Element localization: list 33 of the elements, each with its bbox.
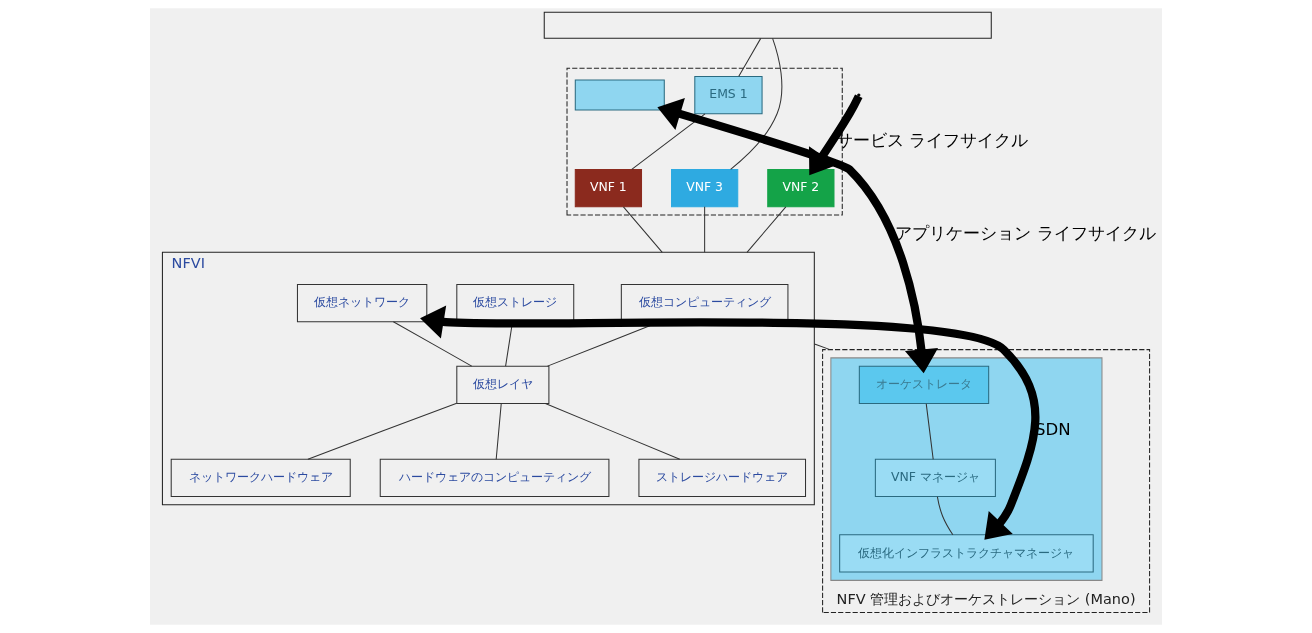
node-box: VNF 3: [671, 169, 739, 208]
connector: [307, 402, 458, 460]
node-box: VNF 1: [574, 169, 643, 208]
node-box: EMS 1: [694, 75, 763, 115]
node-box: ネットワークハードウェア: [170, 458, 351, 498]
cluster: [830, 357, 1103, 581]
connector: [392, 321, 473, 367]
connector: [813, 343, 831, 351]
node-box: VNF マネージャ: [874, 458, 996, 498]
node-box: 仮想レイヤ: [456, 365, 550, 404]
connector: [936, 496, 954, 536]
node-box: オーケストレータ: [858, 365, 990, 404]
node-box: [543, 11, 992, 39]
arrow: [420, 305, 1040, 540]
connector: [746, 206, 787, 253]
node-box: [574, 79, 665, 111]
node-box: 仮想ネットワーク: [296, 283, 428, 323]
connector: [631, 113, 706, 170]
connector: [738, 37, 762, 77]
edge-label: サービス ライフサイクル: [836, 130, 1029, 150]
node-box: VNF 2: [767, 169, 835, 208]
edge-label: アプリケーション ライフサイクル: [895, 223, 1156, 243]
connector: [925, 403, 934, 460]
connector: [730, 37, 783, 170]
node-box: ハードウェアのコンピューティング: [379, 458, 610, 498]
connector: [495, 403, 502, 460]
arrow: [808, 94, 863, 176]
node-box: ストレージハードウェア: [638, 458, 807, 498]
node-box: 仮想化インフラストラクチャマネージャ: [839, 534, 1094, 573]
connector: [622, 206, 663, 253]
connector: [704, 206, 706, 253]
arrow: [657, 98, 939, 374]
connector: [544, 402, 681, 460]
